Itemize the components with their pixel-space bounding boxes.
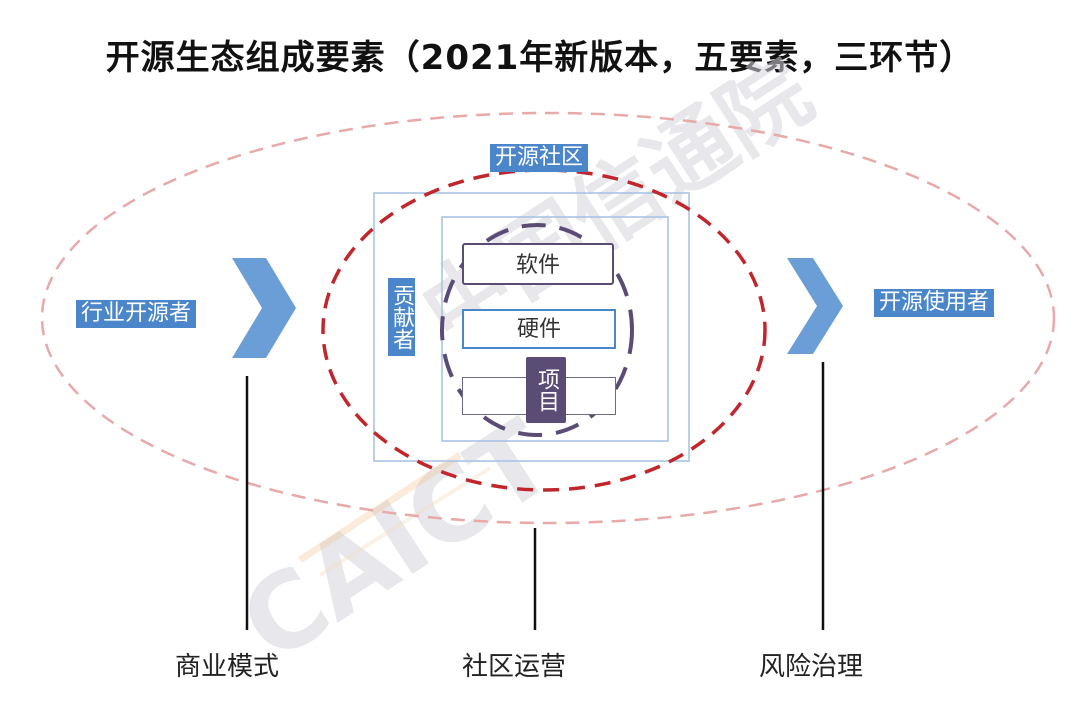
community-label: 开源社区: [490, 144, 589, 173]
watermark-abbr: CAICT: [220, 397, 574, 686]
ecosystem-ellipse: [40, 111, 1056, 525]
hardware-item: 硬件: [462, 309, 616, 349]
user-label: 开源使用者: [874, 289, 995, 318]
software-item: 软件: [462, 243, 614, 285]
project-label: 项目: [526, 357, 566, 423]
community-box: [373, 192, 690, 462]
stage-risk: 风险治理: [759, 652, 864, 682]
chevron-right-icon: [232, 258, 296, 358]
stage-community-ops: 社区运营: [462, 652, 567, 682]
stage-business: 商业模式: [175, 652, 280, 682]
page-title: 开源生态组成要素（2021年新版本，五要素，三环节）: [105, 38, 975, 78]
community-ellipse: [321, 168, 767, 492]
contributor-label: 贡献者: [388, 278, 416, 356]
industry-label: 行业开源者: [76, 300, 197, 329]
project-ellipse: [440, 223, 634, 437]
chevron-right-icon: [787, 258, 843, 354]
watermark-stripe: [298, 452, 492, 577]
